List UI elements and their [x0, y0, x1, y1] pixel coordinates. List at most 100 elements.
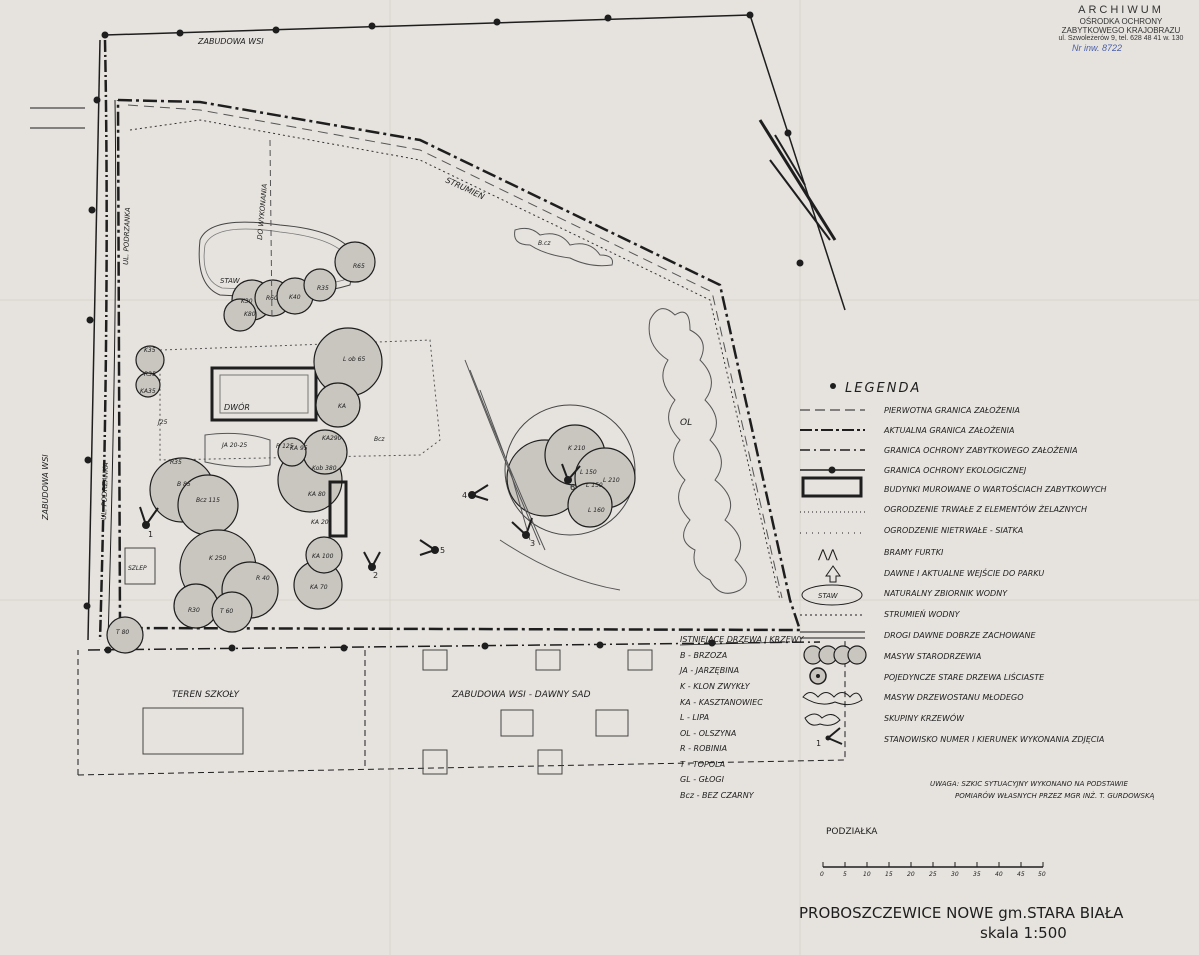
legend-staw-label: STAW: [818, 592, 839, 600]
viewpoint-number: 2: [373, 571, 378, 580]
scale-tick: 20: [907, 871, 915, 878]
label-zabudowa-top: ZABUDOWA WSI: [197, 37, 264, 46]
tree-label: Kob 380: [312, 465, 337, 472]
species-item: GL - GŁOGI: [680, 775, 725, 784]
species-item: JA - JARZĘBINA: [678, 666, 739, 675]
map-scale-text: skala 1:500: [980, 924, 1067, 942]
label-ul-podrzanka-bottom: UL. PODRZANKA: [100, 462, 110, 520]
viewpoint-markers: [139, 463, 581, 571]
scale-tick: 30: [951, 871, 959, 878]
village-buildings: [124, 547, 653, 775]
road-ne: [758, 119, 837, 241]
note-line-1: UWAGA: SZKIC SYTUACYJNY WYKONANO NA PODS…: [930, 780, 1128, 788]
legend-item: DROGI DAWNE DOBRZE ZACHOWANE: [884, 631, 1037, 640]
tree-label: L 150: [586, 482, 603, 489]
label-teren-szkoly: TEREN SZKOŁY: [172, 690, 241, 700]
tree-label: Bcz 115: [196, 497, 220, 504]
stamp-line-2: OŚRODKA OCHRONY: [1079, 16, 1163, 26]
legend-title: LEGENDA: [845, 381, 921, 396]
scale-tick: 45: [1017, 871, 1025, 878]
ecological-boundary: [83, 11, 846, 641]
label-ol: OL: [680, 418, 692, 428]
legend-item: STRUMIEŃ WODNY: [884, 608, 961, 619]
manor-group: [159, 339, 441, 468]
legend: LEGENDA ⋀⋀ STAW 1 PIERWOTNA GRANICA ZAŁO…: [800, 381, 1107, 748]
tree-label: T 60: [220, 608, 233, 615]
legend-item: NATURALNY ZBIORNIK WODNY: [884, 589, 1008, 598]
label-ul-podrzanka-top: UL. PODRZANKA: [122, 207, 132, 265]
legend-item: MASYW STARODRZEWIA: [884, 652, 981, 661]
note-line-2: POMIARÓW WŁASNYCH PRZEZ MGR INŻ. T. GURD…: [955, 791, 1155, 800]
alder-bushes: [648, 308, 747, 594]
tree-label: R65: [353, 263, 365, 270]
tree-label: L 160: [588, 507, 605, 514]
viewpoint-number: 4: [462, 491, 467, 500]
scale-tick: 40: [995, 871, 1003, 878]
viewpoint-number: 1: [148, 530, 153, 539]
legend-item: OGRODZENIE TRWAŁE Z ELEMENTÓW ŻELAZNYCH: [884, 503, 1087, 514]
svg-text:⋀⋀: ⋀⋀: [817, 547, 838, 561]
species-item: K - KLON ZWYKŁY: [680, 682, 751, 691]
tree-label: KA290: [322, 435, 342, 442]
tree-label: R60: [266, 295, 278, 302]
tree-label: T 80: [116, 629, 129, 636]
note: UWAGA: SZKIC SYTUACYJNY WYKONANO NA PODS…: [930, 780, 1155, 800]
south-boundary: [77, 639, 846, 776]
label-staw: STAW: [220, 277, 241, 285]
legend-item: BRAMY FURTKI: [884, 548, 944, 557]
outbuilding: [328, 480, 348, 538]
legend-item: PIERWOTNA GRANICA ZAŁOŻENIA: [884, 405, 1020, 415]
tree-label: KA 70: [310, 584, 328, 591]
tree-label: R 40: [256, 575, 270, 582]
species-title: ISTNIEJĄCE DRZEWA I KRZEWY: [680, 635, 805, 644]
label-dawny-sad: ZABUDOWA WSI - DAWNY SAD: [451, 690, 591, 700]
label-szlep: SZLEP: [128, 565, 147, 572]
tree-label: R30: [188, 607, 200, 614]
scale-tick: 10: [863, 871, 871, 878]
shrub-group: [514, 227, 613, 267]
tree-label: KA 80: [308, 491, 326, 498]
scale-tick: 25: [929, 871, 937, 878]
species-item: T - TOPOLA: [680, 760, 725, 769]
tree-label: KA 95: [290, 445, 308, 452]
tree-label: K35: [144, 347, 156, 354]
scale-tick: 0: [820, 871, 824, 878]
tree-labels: K30 R60 K40 R35 K80 R65 K35 R35 KA35 J25…: [116, 263, 620, 636]
original-boundary: [127, 104, 783, 599]
scale-tick: 35: [973, 871, 981, 878]
scale-tick: 50: [1038, 871, 1046, 878]
tree-label: R35: [170, 459, 182, 466]
viewpoint-number: 5: [440, 546, 445, 555]
label-bcz-1: B.cz: [538, 240, 551, 247]
tree-label: K 210: [568, 445, 585, 452]
west-road: [30, 39, 117, 641]
tree-label: K80: [244, 311, 256, 318]
tree-label: L 210: [603, 477, 620, 484]
legend-item: DAWNE I AKTUALNE WEJŚCIE DO PARKU: [884, 567, 1044, 578]
species-item: OL - OLSZYNA: [680, 729, 736, 738]
tree-label: R35: [317, 285, 329, 292]
viewpoint-number: 3: [530, 539, 535, 548]
viewpoint-number: 6: [570, 483, 575, 492]
label-bcz-2: Bcz: [374, 436, 385, 443]
tree-label: L 150: [580, 469, 597, 476]
tree-label: R 125: [276, 443, 294, 450]
old-tree-masses: [106, 327, 383, 654]
label-do-wykonania: DO WYKONANIA: [256, 183, 269, 240]
species-item: KA - KASZTANOWIEC: [680, 698, 763, 707]
scale-bar: PODZIAŁKA 0 5 10 15 20 25 30 35 40 45 50: [820, 827, 1046, 878]
legend-item: SKUPINY KRZEWÓW: [884, 712, 965, 723]
label-dwor: DWÓR: [224, 401, 250, 412]
species-item: B - BRZOZA: [680, 651, 727, 660]
species-item: Bcz - BEZ CZARNY: [680, 791, 755, 800]
tree-label: KA35: [140, 388, 156, 395]
legend-item: STANOWISKO NUMER I KIERUNEK WYKONANIA ZD…: [884, 735, 1104, 744]
stamp-line-4: ul. Szwoleżerów 9, tel. 628 48 41 w. 130: [1058, 35, 1184, 43]
tree-label: K30: [241, 298, 253, 305]
legend-item: GRANICA OCHRONY EKOLOGICZNEJ: [884, 466, 1027, 475]
svg-text:1: 1: [816, 739, 821, 748]
tree-label: K40: [289, 294, 301, 301]
tree-label: R35: [144, 371, 156, 378]
legend-item: AKTUALNA GRANICA ZAŁOŻENIA: [883, 425, 1014, 435]
tree-label: KA 20: [311, 519, 329, 526]
